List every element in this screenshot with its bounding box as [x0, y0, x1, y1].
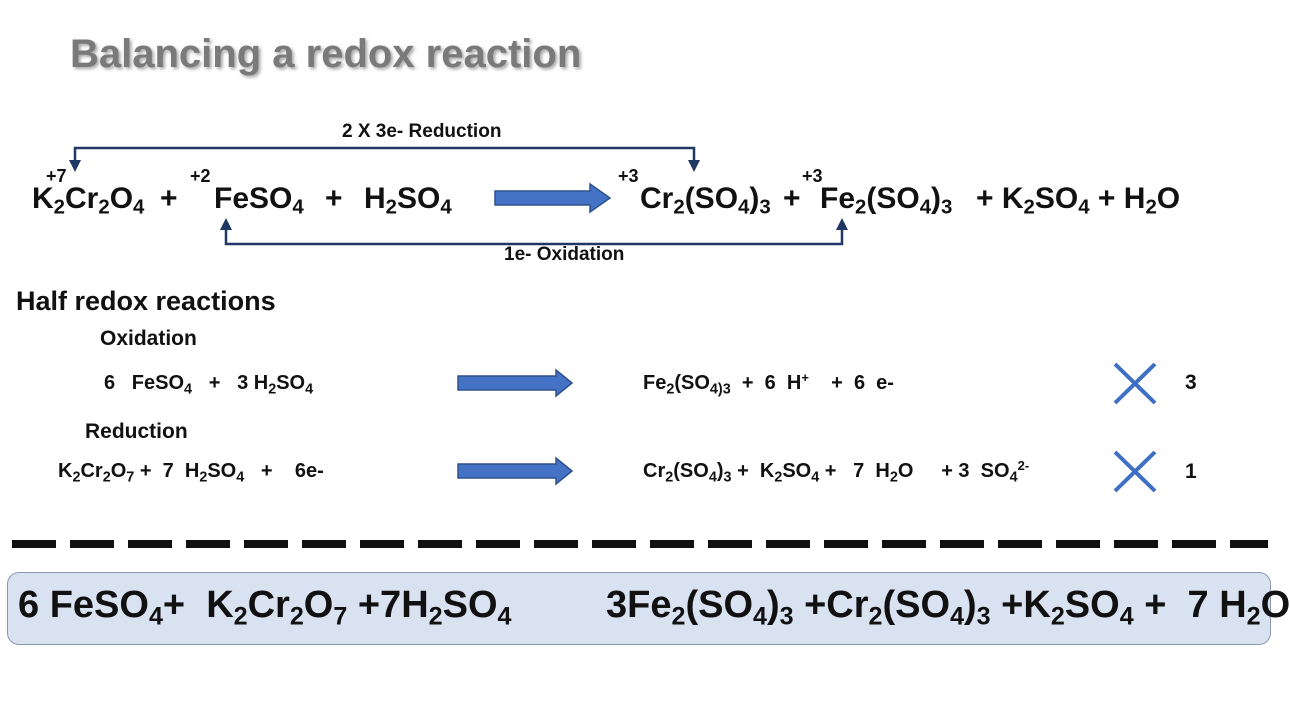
final-reactants: 6 FeSO4+ K2Cr2O7 +7H2SO4 [18, 584, 512, 631]
reduction-reactants: K2Cr2O7 + 7 H2SO4 + 6e- [58, 460, 324, 486]
page-title: Balancing a redox reaction [70, 32, 582, 76]
oxidation-label: 1e- Oxidation [504, 244, 625, 265]
reduction-heading: Reduction [85, 420, 188, 443]
products-remaining: + K2SO4 + H2O [976, 182, 1181, 219]
reduction-label: 2 X 3e- Reduction [342, 121, 502, 142]
reduction-multiplier: 1 [1185, 460, 1197, 483]
reduction-bracket [73, 146, 696, 168]
oxidation-reaction-arrow [457, 368, 574, 398]
oxidation-reactants: 6 FeSO4 + 3 H2SO4 [104, 372, 314, 398]
plus-sign: + [783, 182, 801, 215]
ox-state-cr-left: +7 [46, 166, 67, 186]
reduction-bracket-arrowhead-right [688, 160, 700, 172]
reactant-k2cr2o4: K2Cr2O4 [32, 182, 145, 219]
product-fe2so43: Fe2(SO4)3 [820, 182, 953, 219]
reduction-bracket-arrowhead-left [69, 160, 81, 172]
dashed-divider [12, 540, 1268, 548]
oxidation-multiplier: 3 [1185, 371, 1197, 394]
reduction-multiply-icon [1113, 450, 1157, 493]
reduction-products: Cr2(SO4)3 + K2SO4 + 7 H2O + 3 SO42- [643, 457, 1030, 486]
product-cr2so43: Cr2(SO4)3 [640, 182, 771, 219]
plus-sign: + [325, 182, 343, 215]
ox-state-cr-right: +3 [618, 166, 639, 186]
oxidation-products: Fe2(SO4)3 + 6 H+ + 6 e- [643, 369, 894, 398]
plus-sign: + [160, 182, 178, 215]
reduction-reaction-arrow [457, 456, 574, 486]
reactant-feso4: FeSO4 [214, 182, 304, 219]
ox-state-fe-right: +3 [802, 166, 823, 186]
final-products: 3Fe2(SO4)3 +Cr2(SO4)3 +K2SO4 + 7 H2O [606, 584, 1290, 631]
oxidation-heading: Oxidation [100, 327, 197, 350]
oxidation-multiply-icon [1113, 362, 1157, 405]
final-equation-box [7, 572, 1271, 645]
main-reaction-arrow [494, 182, 612, 214]
half-reactions-heading: Half redox reactions [16, 286, 276, 316]
reactant-h2so4: H2SO4 [364, 182, 452, 219]
ox-state-fe-left: +2 [190, 166, 211, 186]
oxidation-bracket-arrowhead-left [220, 218, 232, 230]
oxidation-bracket-arrowhead-right [836, 218, 848, 230]
oxidation-bracket [224, 226, 844, 246]
